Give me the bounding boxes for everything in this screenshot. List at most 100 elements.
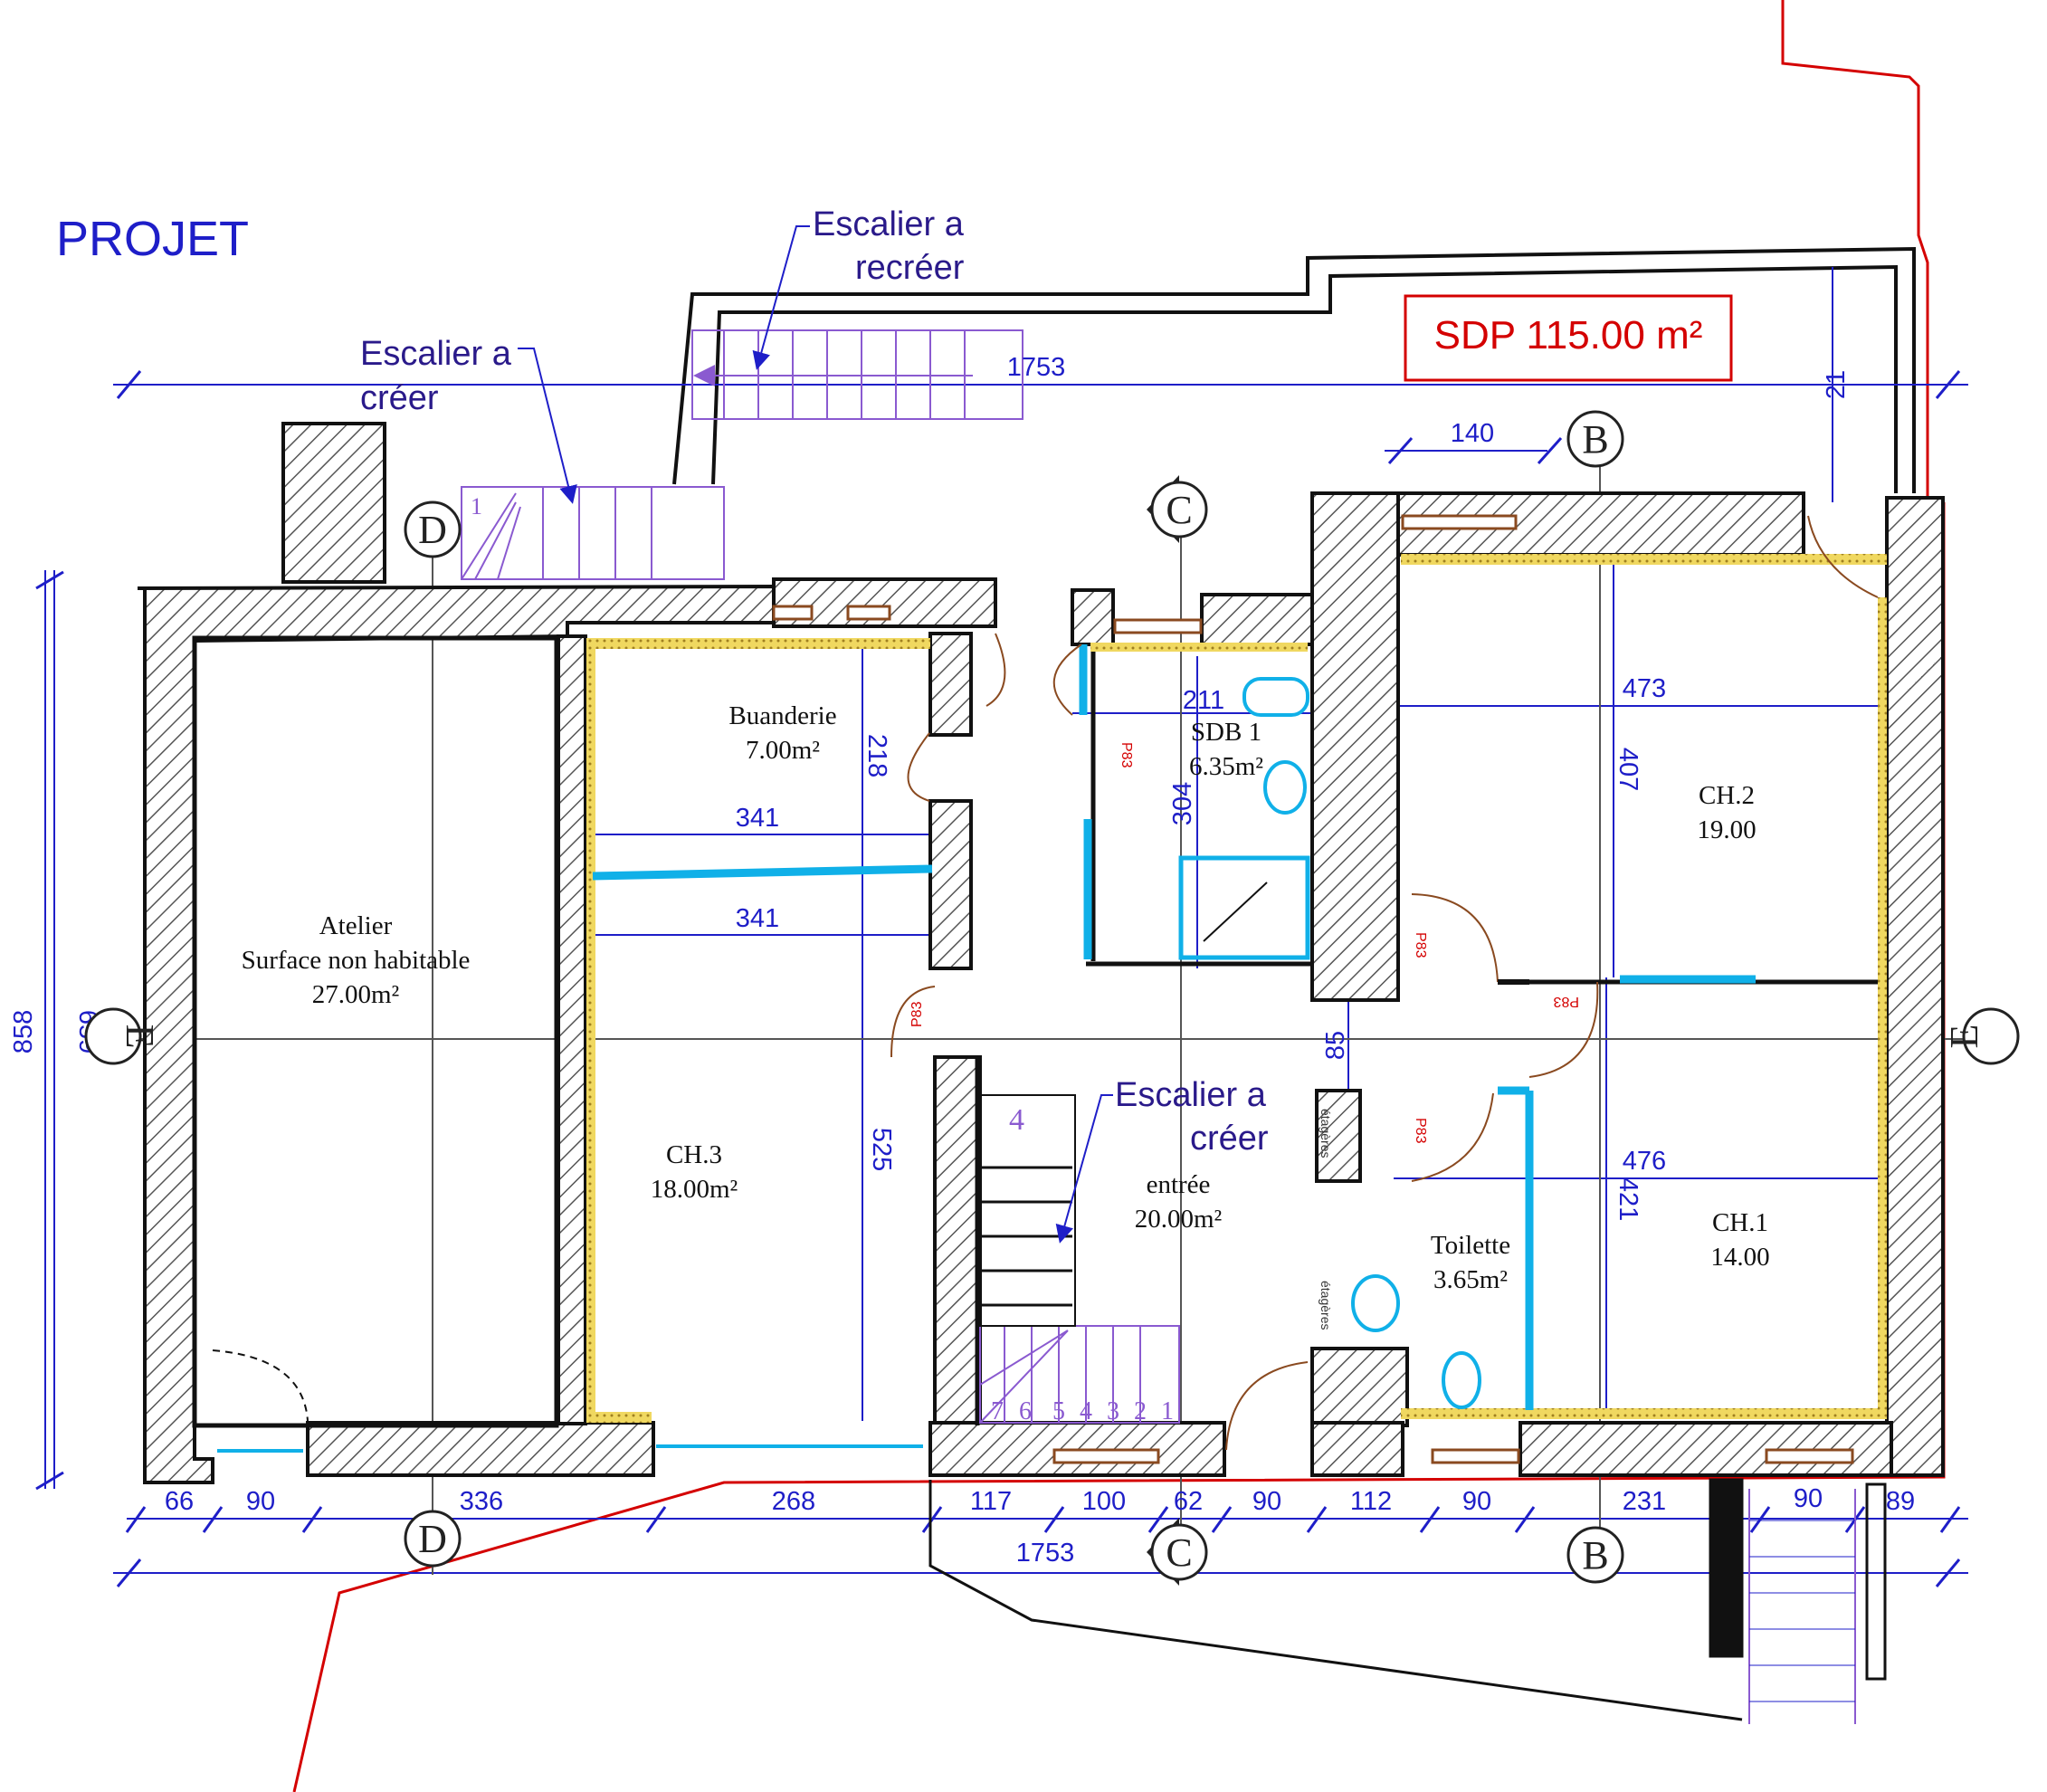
dim-ch1-421: 421 bbox=[1614, 1177, 1642, 1221]
room-ch3-area: 18.00m² bbox=[651, 1175, 738, 1204]
dim-chain-100: 100 bbox=[1082, 1487, 1126, 1516]
sdp-box bbox=[1404, 294, 1733, 382]
p83-label-4: P83 bbox=[1553, 994, 1579, 1009]
grid-label-b-bottom: B bbox=[1582, 1533, 1608, 1578]
grid-label-c-bottom: C bbox=[1166, 1530, 1192, 1575]
dim-overall-bottom: 1753 bbox=[1016, 1539, 1075, 1568]
grid-bubble-e-left: E bbox=[84, 1007, 162, 1065]
dim-ch1-476: 476 bbox=[1623, 1147, 1666, 1176]
stairs bbox=[461, 329, 1856, 1724]
stair-treads bbox=[979, 1094, 1076, 1327]
room-sdb1-area: 6.35m² bbox=[1189, 752, 1263, 781]
room-entree-area: 20.00m² bbox=[1135, 1205, 1223, 1234]
stair-step-6: 6 bbox=[1019, 1397, 1032, 1425]
stair-step-3: 3 bbox=[1107, 1397, 1119, 1425]
dim-chain-62: 62 bbox=[1174, 1487, 1203, 1516]
etageres-label-2: étagères bbox=[1319, 1281, 1333, 1330]
room-ch2-area: 19.00 bbox=[1697, 815, 1756, 844]
small-labels: P83 P83 P83 P83 P83 étagères étagères 1 … bbox=[471, 493, 1579, 1425]
room-atelier-note: Surface non habitable bbox=[242, 946, 471, 975]
stair-num-center: 4 bbox=[1009, 1103, 1024, 1137]
room-entree-name: entrée bbox=[1147, 1170, 1211, 1199]
stair-step-4: 4 bbox=[1080, 1397, 1092, 1425]
dimension-labels: 1753 1753 140 21 858 659 218 341 341 211… bbox=[9, 353, 1851, 1568]
dim-sdb-304: 304 bbox=[1168, 782, 1197, 825]
property-line bbox=[292, 0, 1946, 1792]
dim-ch3-525: 525 bbox=[867, 1128, 896, 1171]
grid-bubble-d-bottom: D bbox=[404, 1510, 462, 1568]
dim-chain-117: 117 bbox=[970, 1487, 1012, 1516]
grid-bubble-b-top: B bbox=[1566, 410, 1624, 468]
p83-label-1: P83 bbox=[1119, 742, 1134, 768]
windows bbox=[772, 514, 1854, 1464]
room-buanderie-name: Buanderie bbox=[728, 701, 836, 730]
dim-chain-268: 268 bbox=[772, 1487, 815, 1516]
dim-height-858: 858 bbox=[9, 1010, 38, 1053]
room-ch1-name: CH.1 bbox=[1712, 1208, 1768, 1237]
outer-stair-frame bbox=[928, 1478, 1887, 1721]
grid-bubble-c-bottom: C bbox=[1147, 1518, 1208, 1586]
stair-step-7: 7 bbox=[991, 1397, 1004, 1425]
bottom-dimension-chain: 66 90 336 268 117 100 62 90 112 90 231 9… bbox=[165, 1484, 1915, 1516]
stair-left-line1: Escalier a bbox=[360, 335, 512, 373]
dim-chain-336: 336 bbox=[460, 1487, 503, 1516]
dim-chain-90b: 90 bbox=[1252, 1487, 1281, 1516]
dim-right-21: 21 bbox=[1822, 370, 1851, 399]
dim-buanderie-341a: 341 bbox=[736, 804, 779, 833]
p83-label-2: P83 bbox=[909, 1001, 925, 1027]
grid-bubble-e-right: E bbox=[1942, 1007, 2020, 1065]
grid-bubble-b-bottom: B bbox=[1566, 1526, 1624, 1584]
stair-step-5: 5 bbox=[1052, 1397, 1065, 1425]
room-atelier-name: Atelier bbox=[319, 911, 393, 940]
dim-chain-90c: 90 bbox=[1462, 1487, 1491, 1516]
stair-center-line2: créer bbox=[1190, 1120, 1269, 1158]
grid-bubble-d-top: D bbox=[404, 500, 462, 558]
insulation bbox=[586, 554, 1887, 1423]
upper-terrace-outline bbox=[672, 246, 1916, 493]
room-labels: Atelier Surface non habitable 27.00m² Bu… bbox=[242, 701, 1770, 1294]
room-ch1-area: 14.00 bbox=[1710, 1243, 1769, 1272]
annotation-leaders bbox=[518, 225, 1113, 1244]
grid-label-d-bottom: D bbox=[418, 1517, 447, 1561]
room-ch3-name: CH.3 bbox=[666, 1140, 722, 1169]
grid-label-e-left: E bbox=[118, 1025, 162, 1049]
dim-buanderie-218: 218 bbox=[862, 734, 891, 777]
room-ch2-name: CH.2 bbox=[1699, 781, 1755, 810]
etageres-label-1: étagères bbox=[1319, 1109, 1333, 1158]
sanitary-fixtures bbox=[1203, 677, 1481, 1409]
room-atelier-area: 27.00m² bbox=[312, 980, 400, 1009]
grid-axes bbox=[109, 434, 1995, 1575]
grid-label-b-top: B bbox=[1582, 417, 1608, 462]
doors bbox=[212, 515, 1879, 1451]
page-title: PROJET bbox=[56, 212, 249, 266]
dim-overall-top: 1753 bbox=[1007, 353, 1066, 382]
dim-sdb-211: 211 bbox=[1183, 686, 1224, 715]
room-sdb1-name: SDB 1 bbox=[1191, 718, 1262, 747]
dim-chain-112: 112 bbox=[1350, 1487, 1392, 1516]
dim-chain-66: 66 bbox=[165, 1487, 194, 1516]
room-toilette-area: 3.65m² bbox=[1433, 1265, 1508, 1294]
dim-hall-85: 85 bbox=[1321, 1031, 1350, 1060]
dim-ch2-473: 473 bbox=[1623, 674, 1666, 703]
stair-left-line2: créer bbox=[360, 379, 439, 417]
sdp-label: SDP 115.00 m² bbox=[1434, 313, 1703, 357]
water-elements bbox=[217, 644, 1756, 1453]
p83-label-3: P83 bbox=[1413, 932, 1428, 958]
grid-label-d-top: D bbox=[418, 508, 447, 552]
room-toilette-name: Toilette bbox=[1431, 1231, 1510, 1260]
stair-top-line2: recréer bbox=[855, 249, 965, 287]
grid-bubble-c-top: C bbox=[1147, 475, 1208, 543]
stair-top-line1: Escalier a bbox=[813, 205, 965, 243]
stair-step-1: 1 bbox=[1161, 1397, 1174, 1425]
dim-chain-90d: 90 bbox=[1794, 1484, 1823, 1513]
dim-chain-89: 89 bbox=[1886, 1487, 1915, 1516]
stair-center-line1: Escalier a bbox=[1115, 1076, 1267, 1114]
p83-label-5: P83 bbox=[1413, 1118, 1428, 1144]
dim-ch2-407: 407 bbox=[1614, 748, 1642, 791]
room-buanderie-area: 7.00m² bbox=[746, 736, 820, 765]
dim-chain-231: 231 bbox=[1623, 1487, 1666, 1516]
stair-step-2: 2 bbox=[1134, 1397, 1147, 1425]
dim-top-140: 140 bbox=[1451, 419, 1494, 448]
dim-chain-90a: 90 bbox=[246, 1487, 275, 1516]
